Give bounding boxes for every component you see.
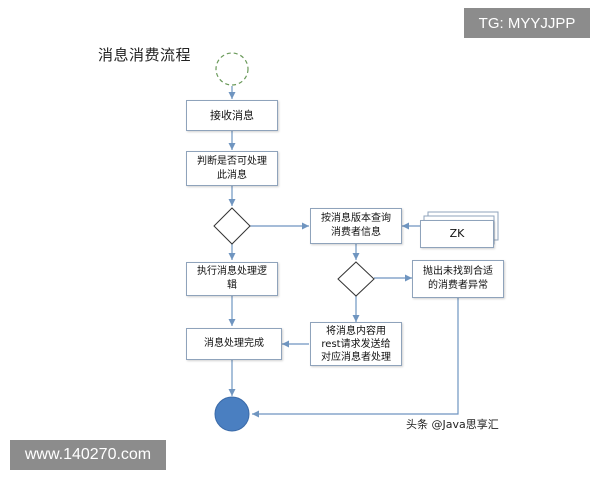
- node-zk: ZK: [420, 220, 494, 248]
- node-judge-message: 判断是否可处理 此消息: [186, 151, 278, 186]
- edge-exception-end: [252, 298, 459, 418]
- end-node: [214, 396, 250, 432]
- node-processing-done: 消息处理完成: [186, 328, 282, 360]
- node-execute-logic: 执行消息处理逻 辑: [186, 262, 278, 296]
- diagram-title: 消息消费流程: [98, 46, 192, 64]
- tg-watermark-label: TG: MYYJJPP: [464, 8, 590, 38]
- node-throw-exception: 抛出未找到合适 的消费者异常: [412, 260, 504, 298]
- start-node: [215, 52, 249, 86]
- node-receive-message: 接收消息: [186, 100, 278, 131]
- author-credit: 头条 @Java思享汇: [406, 418, 499, 431]
- decision-can-handle: [213, 207, 251, 245]
- node-forward-rest: 将消息内容用 rest请求发送给 对应消息者处理: [310, 322, 402, 366]
- decision-consumer-found: [337, 261, 375, 297]
- node-query-consumer: 按消息版本查询 消费者信息: [310, 208, 402, 244]
- site-watermark-label: www.140270.com: [10, 440, 166, 470]
